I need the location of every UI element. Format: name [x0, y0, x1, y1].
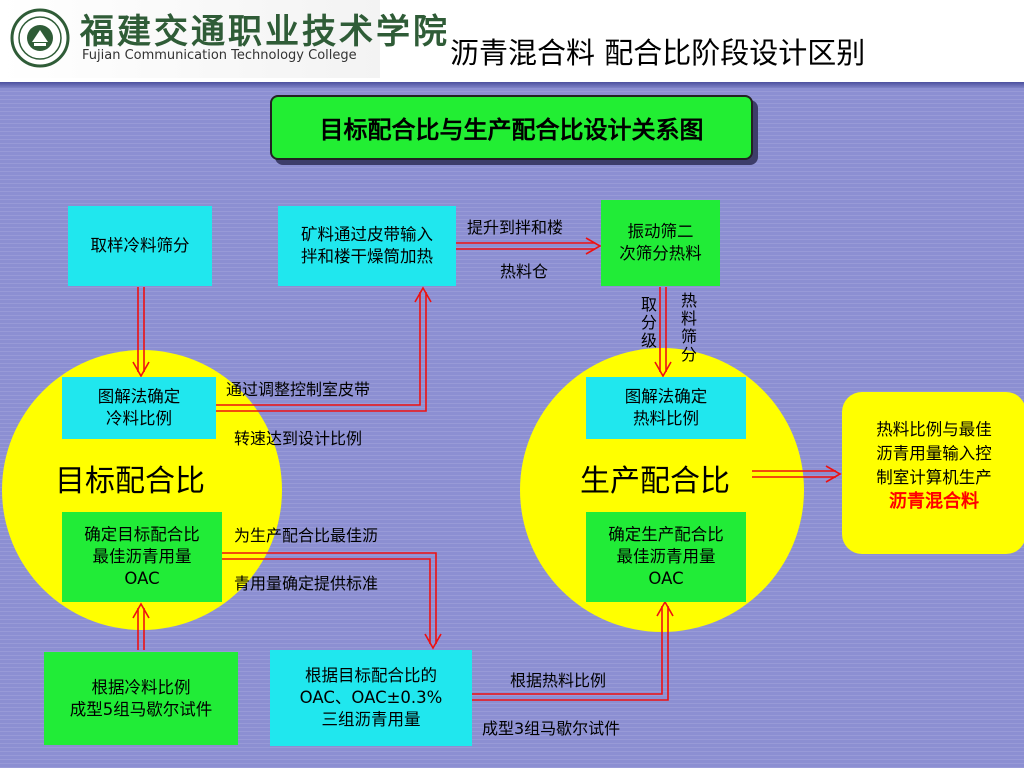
box-belt-line2: 拌和楼干燥筒加热 [301, 247, 433, 266]
production-mix-title: 生产配合比 [580, 464, 730, 499]
box-hot-graph-line1: 图解法确定 [624, 387, 708, 406]
box-hot-ratio-graph: 图解法确定 热料比例 [586, 377, 746, 439]
box-screen-line1: 振动筛二 [627, 222, 694, 241]
box-prod-oac-line1: 确定生产配合比 [608, 525, 724, 544]
output-line2: 沥青用量输入控 [876, 444, 992, 463]
box-three-asphalt-contents: 根据目标配合比的 OAC、OAC±0.3% 三组沥青用量 [270, 650, 472, 746]
box-prod-oac-line3: OAC [648, 569, 684, 588]
arrow-belt-to-screen [456, 237, 602, 255]
diagram-title: 目标配合比与生产配合比设计关系图 [270, 95, 753, 160]
label-lift-line1: 提升到拌和楼 [467, 218, 564, 237]
arrow-target-oac-to-three-asphalt [222, 552, 442, 650]
box-three-asphalt-line3: 三组沥青用量 [321, 710, 421, 729]
label-lift-line2: 热料仓 [500, 262, 549, 281]
page-title: 沥青混合料 配合比阶段设计区别 [450, 36, 866, 70]
output-line3: 制室计算机生产 [876, 468, 992, 487]
box-cold-graph-line1: 图解法确定 [97, 387, 181, 406]
label-adjust-line2: 转速达到设计比例 [234, 429, 363, 448]
box-three-asphalt-line1: 根据目标配合比的 [305, 666, 437, 685]
arrow-cold-marshall-to-target-oac [132, 602, 150, 650]
label-standard-line2: 青用量确定提供标准 [234, 574, 379, 593]
output-box: 热料比例与最佳 沥青用量输入控 制室计算机生产 沥青混合料 [842, 392, 1024, 554]
box-cold-graph-line2: 冷料比例 [106, 409, 172, 428]
logo-english-text: Fujian Communication Technology College [82, 48, 357, 63]
box-target-oac-line1: 确定目标配合比 [84, 525, 200, 544]
box-target-oac-line2: 最佳沥青用量 [92, 547, 192, 566]
box-cold-marshall-line1: 根据冷料比例 [91, 677, 191, 697]
box-production-oac: 确定生产配合比 最佳沥青用量 OAC [586, 512, 746, 602]
box-cold-marshall-line2: 成型5组马歇尔试件 [69, 699, 213, 719]
arrow-three-asphalt-to-prod-oac [472, 600, 674, 701]
box-cold-marshall: 根据冷料比例 成型5组马歇尔试件 [44, 652, 238, 745]
box-hot-graph-line2: 热料比例 [633, 409, 699, 428]
label-standard-line1: 为生产配合比最佳沥 [234, 526, 379, 545]
college-logo: 福建交通职业技术学院 Fujian Communication Technolo… [0, 0, 447, 78]
box-belt-line1: 矿料通过皮带输入 [301, 225, 433, 244]
target-mix-title: 目标配合比 [55, 464, 205, 499]
box-screen-line2: 次筛分热料 [619, 244, 702, 263]
arrow-production-to-output [752, 465, 842, 483]
logo-chinese-text: 福建交通职业技术学院 [80, 12, 450, 52]
box-vibrating-screen: 振动筛二 次筛分热料 [601, 200, 720, 286]
arrow-screen-to-hot-graph [654, 287, 672, 378]
box-three-asphalt-line2: OAC、OAC±0.3% [299, 688, 443, 707]
box-sampling-text: 取样冷料筛分 [90, 236, 190, 255]
box-cold-ratio-graph: 图解法确定 冷料比例 [62, 377, 216, 439]
arrow-sampling-to-cold-graph [132, 287, 150, 378]
box-target-oac-line3: OAC [124, 569, 160, 588]
box-target-oac: 确定目标配合比 最佳沥青用量 OAC [62, 512, 222, 602]
label-hot-ratio-line1: 根据热料比例 [510, 671, 607, 690]
output-line1: 热料比例与最佳 [876, 420, 992, 439]
box-sampling-screening: 取样冷料筛分 [68, 206, 212, 286]
label-hot-screen-col1: 取分级 [640, 295, 657, 350]
header-divider [0, 82, 1024, 88]
label-hot-ratio-line2: 成型3组马歇尔试件 [482, 719, 621, 738]
label-adjust-line1: 通过调整控制室皮带 [226, 380, 371, 399]
box-belt-drying: 矿料通过皮带输入 拌和楼干燥筒加热 [278, 206, 456, 286]
output-highlight: 沥青混合料 [889, 491, 979, 512]
arrow-cold-graph-to-belt [216, 286, 432, 412]
label-hot-screen-col2: 热料筛分 [680, 291, 697, 364]
college-seal-icon [10, 8, 70, 68]
box-prod-oac-line2: 最佳沥青用量 [616, 547, 716, 566]
